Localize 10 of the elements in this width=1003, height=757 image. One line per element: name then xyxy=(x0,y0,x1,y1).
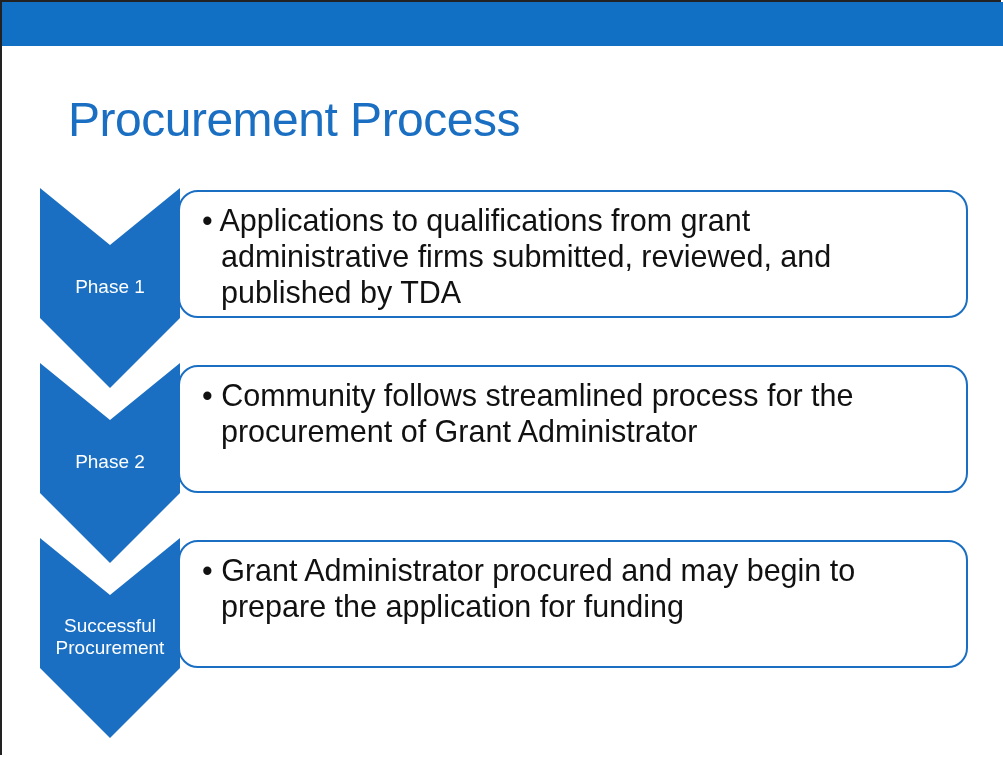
phase-label: Phase 1 xyxy=(74,276,146,298)
phase-label: Phase 2 xyxy=(74,451,146,473)
step-description: • Applications to qualifications from grant administrative firms submitted, reviewed, and published by TDA xyxy=(202,202,833,310)
step-box xyxy=(178,365,968,493)
step-description: • Community follows streamlined process for the procurement of Grant Administrator xyxy=(202,377,855,449)
step-description: • Grant Administrator procured and may begin to prepare the application for funding xyxy=(202,552,857,624)
phase-label: Successful Procurement xyxy=(54,615,166,659)
slide-title: Procurement Process xyxy=(68,92,520,147)
step-box xyxy=(178,190,968,318)
step-box xyxy=(178,540,968,668)
